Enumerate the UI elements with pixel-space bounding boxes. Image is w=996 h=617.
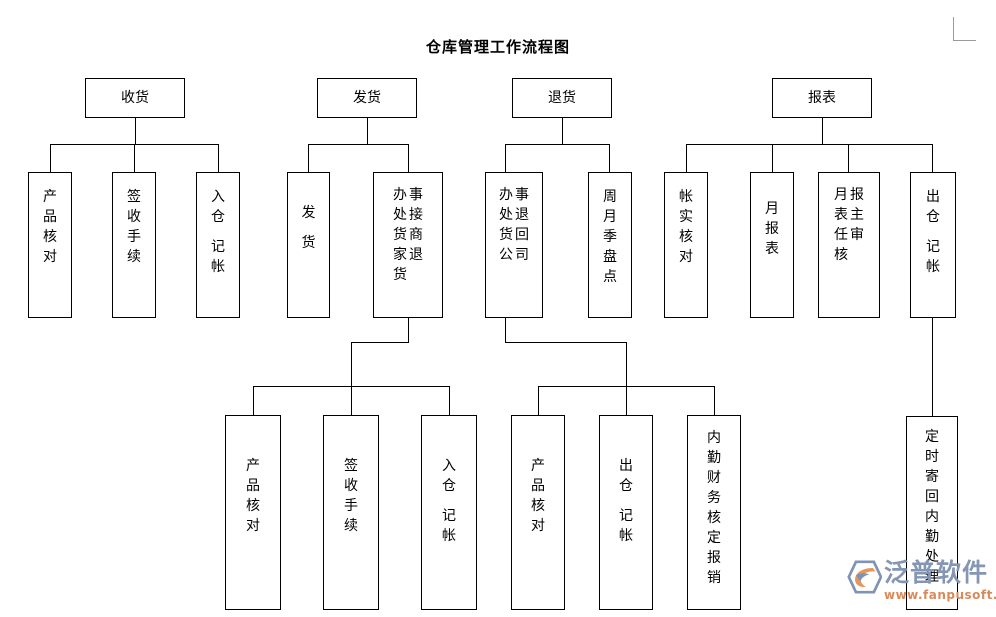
node-inbound-bookkeeping-receiving: 入仓记帐 <box>196 172 240 318</box>
node-label: 定时寄回内勤处理 <box>925 429 939 585</box>
watermark-brand: 泛普软件 <box>884 558 989 587</box>
connector-shipping-drop-1 <box>308 144 309 172</box>
node-label: 产品核对 <box>531 458 545 534</box>
connector-shipping-bus <box>308 144 409 145</box>
connector-shipping-drop-2 <box>408 144 409 172</box>
node-book-physical-reconciliation: 帐实核对 <box>664 172 708 318</box>
connector-returns-stem <box>562 118 563 144</box>
connector-reports-drop-3 <box>848 144 849 172</box>
connector-reports-sub-stem <box>932 318 933 416</box>
node-label: 报表 <box>808 90 836 106</box>
node-signoff-procedure-shipping: 签收手续 <box>323 415 379 610</box>
node-ship-goods: 发货 <box>287 172 330 318</box>
node-label: 发货 <box>353 90 381 106</box>
connector-shipping-sub-drop-3 <box>449 386 450 415</box>
connector-returns-drop-2 <box>609 144 610 172</box>
connector-reports-drop-1 <box>686 144 687 172</box>
page-title: 仓库管理工作流程图 <box>425 38 570 56</box>
node-label: 签收手续 <box>127 189 141 265</box>
node-monthly-report: 月报表 <box>750 172 794 318</box>
node-label: 收货 <box>121 90 149 106</box>
node-returns-root: 退货 <box>512 78 612 118</box>
node-label: 内勤财务核定报销 <box>707 430 721 586</box>
connector-returns-sub-drop-3 <box>714 386 715 415</box>
node-label: 帐实核对 <box>679 189 693 265</box>
node-weekly-monthly-quarterly-stocktake: 周月季盘点 <box>588 172 632 318</box>
connector-returns-sub-drop-2 <box>626 386 627 415</box>
node-label: 周月季盘点 <box>603 189 617 285</box>
connector-returns-drop-1 <box>505 144 506 172</box>
page-corner-guide <box>953 17 976 41</box>
watermark-url: www.fanpusoft.com <box>884 588 996 602</box>
connector-reports-drop-2 <box>772 144 773 172</box>
node-label: 退货 <box>548 90 576 106</box>
node-outbound-bookkeeping-returns: 出仓记帐 <box>599 415 653 610</box>
node-report-manager-review: 报主审月表任核 <box>818 172 880 318</box>
connector-shipping-sub-stem <box>408 318 409 342</box>
node-mail-back-to-office: 定时寄回内勤处理 <box>906 416 958 610</box>
connector-reports-stem <box>822 118 823 144</box>
watermark: 泛普软件 www.fanpusoft.com <box>846 558 996 610</box>
node-signoff-procedure-receiving: 签收手续 <box>112 172 156 318</box>
node-office-finance-reimbursement: 内勤财务核定报销 <box>687 415 741 610</box>
node-label: 产品核对 <box>246 458 260 534</box>
connector-returns-sub-drop-1 <box>538 386 539 415</box>
fanpu-logo-icon <box>847 560 882 594</box>
node-reports-root: 报表 <box>772 78 872 118</box>
connector-receiving-stem <box>135 118 136 144</box>
node-label: 报主审月表任核 <box>834 187 864 263</box>
connector-reports-bus <box>686 144 933 145</box>
node-label: 签收手续 <box>344 458 358 534</box>
node-receiving-root: 收货 <box>85 78 185 118</box>
node-product-check-shipping: 产品核对 <box>225 415 281 610</box>
connector-reports-drop-4 <box>932 144 933 172</box>
connector-shipping-sub-jog <box>351 342 409 343</box>
connector-receiving-drop-2 <box>134 144 135 172</box>
node-product-check-returns: 产品核对 <box>511 415 565 610</box>
node-inbound-bookkeeping-shipping: 入仓记帐 <box>421 415 477 610</box>
node-label: 月报表 <box>765 201 779 257</box>
connector-receiving-drop-1 <box>50 144 51 172</box>
node-label: 事接商退办处货家货 <box>393 187 423 283</box>
connector-shipping-sub-drop-2 <box>351 386 352 415</box>
connector-returns-sub-stem <box>505 318 506 342</box>
node-label: 入仓记帐 <box>211 189 225 275</box>
connector-shipping-sub-drop-1 <box>253 386 254 415</box>
node-handle-company-returns: 事退回司办处货公 <box>485 172 543 318</box>
node-label: 出仓记帐 <box>619 458 633 544</box>
node-label: 发货 <box>301 205 316 251</box>
node-label: 出仓记帐 <box>926 189 940 275</box>
node-shipping-root: 发货 <box>317 78 417 118</box>
node-product-check-receiving: 产品核对 <box>28 172 72 318</box>
node-label: 产品核对 <box>43 189 57 265</box>
connector-returns-sub-jog <box>505 342 626 343</box>
node-label: 事退回司办处货公 <box>499 187 529 263</box>
node-handle-merchant-returns: 事接商退办处货家货 <box>373 172 443 318</box>
connector-receiving-drop-3 <box>218 144 219 172</box>
connector-returns-sub-drop <box>626 342 627 386</box>
node-outbound-bookkeeping-reports: 出仓记帐 <box>910 172 956 318</box>
connector-shipping-stem <box>367 118 368 144</box>
node-label: 入仓记帐 <box>442 458 456 544</box>
connector-shipping-sub-drop <box>351 342 352 386</box>
connector-returns-bus <box>505 144 610 145</box>
